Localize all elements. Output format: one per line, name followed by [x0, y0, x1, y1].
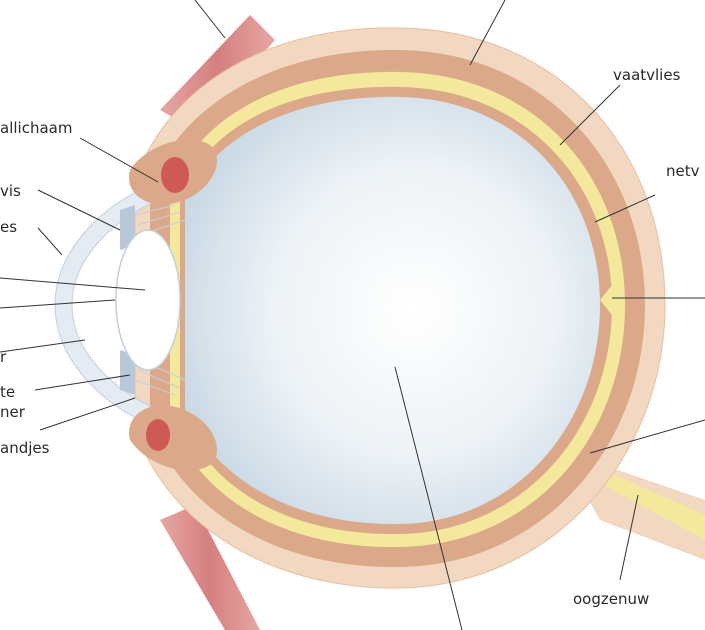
label-ciliary-body: allichaam: [0, 119, 72, 137]
lens: [115, 229, 181, 371]
label-retina: netv: [666, 162, 700, 180]
label-anterior-chamber: r: [0, 348, 7, 366]
label-iris: vis: [0, 182, 21, 200]
label-optic-nerve: oogzenuw: [573, 590, 649, 608]
ciliary-body-lower: [129, 405, 217, 471]
iris-lower: [120, 350, 135, 395]
ciliary-red-lower: [146, 419, 170, 451]
label-choroid: vaatvlies: [613, 66, 681, 84]
iris-upper: [120, 205, 135, 250]
label-posterior-chamber-2: ner: [0, 403, 26, 421]
label-posterior-chamber-1: te: [0, 383, 15, 401]
label-zonules: andjes: [0, 439, 50, 457]
lower-muscle: [160, 505, 260, 630]
ciliary-red-upper: [161, 157, 189, 193]
label-cornea: es: [0, 218, 17, 236]
fovea: [600, 285, 612, 315]
vitreous-body: [185, 96, 600, 525]
